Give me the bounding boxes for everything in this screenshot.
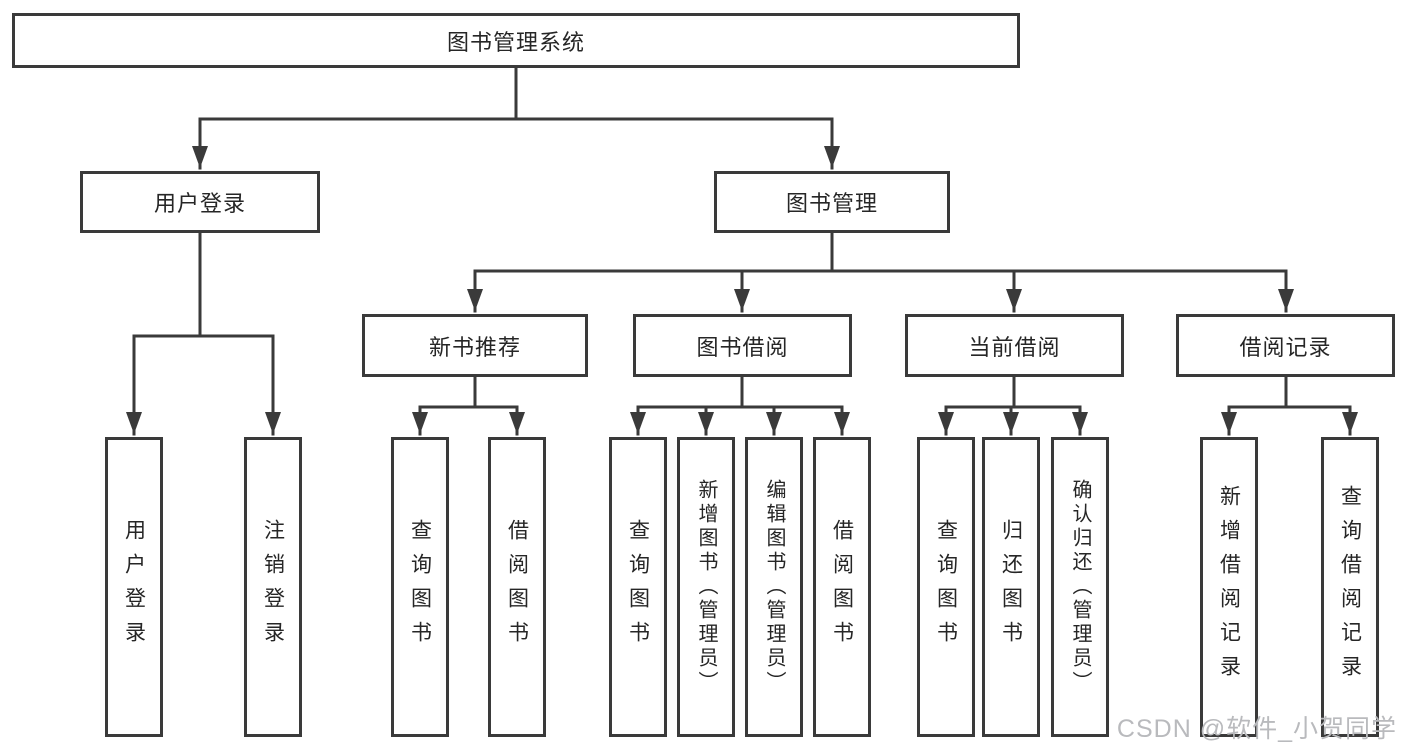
node-leaf-bb-borrow-books-label: 借阅图书 [830, 519, 854, 655]
node-new-book-recommendation: 新书推荐 [362, 314, 588, 377]
node-leaf-cb-query-books-label: 查询图书 [934, 519, 958, 655]
node-leaf-cb-return-books: 归还图书 [982, 437, 1040, 737]
node-leaf-nb-borrow-books: 借阅图书 [488, 437, 546, 737]
node-leaf-bb-query-books-label: 查询图书 [626, 519, 650, 655]
node-borrowing-records-label: 借阅记录 [1239, 334, 1332, 360]
node-current-borrowing: 当前借阅 [905, 314, 1124, 377]
node-user-login-group: 用户登录 [80, 171, 320, 233]
node-root-system: 图书管理系统 [12, 13, 1020, 68]
node-leaf-user-login: 用户登录 [105, 437, 163, 737]
node-leaf-user-login-label: 用户登录 [122, 519, 146, 655]
node-leaf-bb-query-books: 查询图书 [609, 437, 667, 737]
node-leaf-bb-borrow-books: 借阅图书 [813, 437, 871, 737]
node-leaf-cb-query-books: 查询图书 [917, 437, 975, 737]
node-leaf-bb-add-books-admin: 新增图书（管理员） [677, 437, 735, 737]
node-current-borrowing-label: 当前借阅 [968, 334, 1061, 360]
node-borrowing-records: 借阅记录 [1176, 314, 1395, 377]
node-new-book-recommendation-label: 新书推荐 [428, 334, 521, 360]
node-book-management: 图书管理 [714, 171, 950, 233]
node-leaf-br-add-record-label: 新增借阅记录 [1217, 485, 1241, 689]
node-book-borrowing: 图书借阅 [633, 314, 852, 377]
node-user-login-group-label: 用户登录 [153, 191, 246, 216]
node-leaf-bb-add-books-admin-label: 新增图书（管理员） [695, 479, 717, 695]
node-leaf-nb-borrow-books-label: 借阅图书 [505, 519, 529, 655]
node-leaf-br-query-record: 查询借阅记录 [1321, 437, 1379, 737]
node-leaf-br-add-record: 新增借阅记录 [1200, 437, 1258, 737]
node-leaf-br-query-record-label: 查询借阅记录 [1338, 485, 1362, 689]
node-leaf-cb-confirm-return-admin: 确认归还（管理员） [1051, 437, 1109, 737]
node-leaf-cb-confirm-return-admin-label: 确认归还（管理员） [1069, 479, 1091, 695]
node-leaf-cb-return-books-label: 归还图书 [999, 519, 1023, 655]
node-book-management-label: 图书管理 [785, 191, 878, 216]
node-book-borrowing-label: 图书借阅 [696, 334, 789, 360]
node-leaf-nb-query-books-label: 查询图书 [408, 519, 432, 655]
node-leaf-logout: 注销登录 [244, 437, 302, 737]
node-leaf-nb-query-books: 查询图书 [391, 437, 449, 737]
node-root-system-label: 图书管理系统 [446, 29, 585, 55]
node-leaf-bb-edit-books-admin-label: 编辑图书（管理员） [763, 479, 785, 695]
node-leaf-bb-edit-books-admin: 编辑图书（管理员） [745, 437, 803, 737]
csdn-watermark: CSDN @软件_小贺同学 [1116, 715, 1397, 743]
node-leaf-logout-label: 注销登录 [261, 519, 285, 655]
